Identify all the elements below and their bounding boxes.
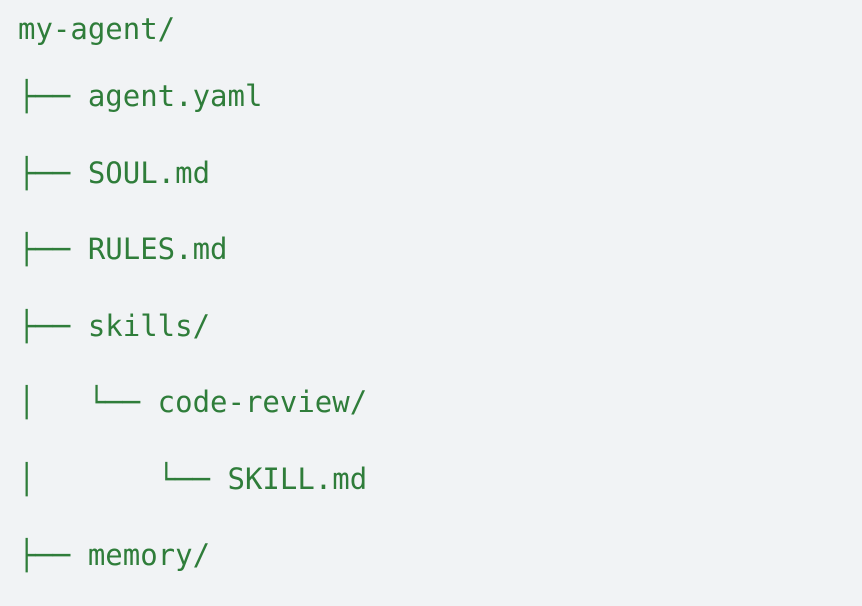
tree-item-memory-dir-label: ├── memory/: [18, 538, 211, 572]
tree-item-skills-dir[interactable]: ├── skills/: [18, 288, 862, 365]
tree-item-skill-md-label: │ └── SKILL.md: [18, 461, 368, 496]
tree-item-soul-md[interactable]: ├── SOUL.md: [18, 135, 862, 212]
tree-item-memory-dir[interactable]: ├── memory/: [18, 517, 862, 594]
tree-item-rules-md[interactable]: ├── RULES.md: [18, 211, 862, 288]
tree-root-directory-label: my-agent/: [18, 12, 176, 46]
tree-item-code-review-dir[interactable]: │ └── code-review/: [18, 364, 862, 441]
tree-item-rules-md-label: ├── RULES.md: [18, 232, 228, 266]
tree-item-soul-md-label: ├── SOUL.md: [18, 155, 211, 190]
tree-item-agent-yaml-label: ├── agent.yaml: [18, 79, 263, 113]
tree-root-directory: my-agent/: [18, 0, 862, 58]
tree-item-code-review-dir-label: │ └── code-review/: [18, 385, 368, 419]
tree-item-skills-dir-label: ├── skills/: [18, 308, 211, 343]
tree-item-agent-yaml[interactable]: ├── agent.yaml: [18, 58, 862, 135]
tree-item-skill-md[interactable]: │ └── SKILL.md: [18, 441, 862, 518]
